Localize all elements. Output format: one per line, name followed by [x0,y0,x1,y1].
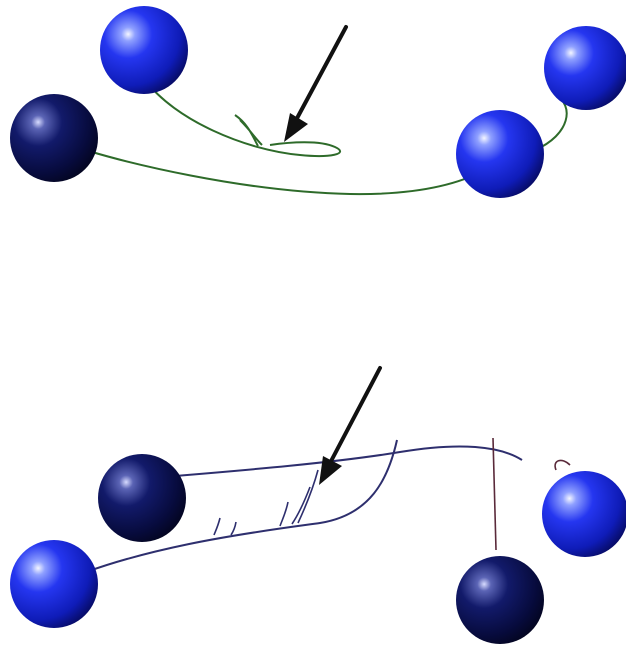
top-strand-lower [54,139,486,196]
top-arrow-head [284,113,308,142]
bottom-sphere-d [542,471,626,557]
top-strand-upper [144,79,342,158]
bottom-sphere-c [456,556,544,644]
top-arrow-shaft [293,25,348,124]
top-sphere-a [100,6,188,94]
bottom-strand-lower [51,439,398,587]
top-sphere-b [10,94,98,182]
top-panel [10,6,626,198]
top-sphere-d [544,26,626,110]
bottom-strand-hook [554,459,571,471]
bottom-strand-upper [149,445,523,479]
bottom-arrow-head [319,456,342,485]
top-strand-upper-barb [234,114,263,147]
bottom-strand-barbs [213,469,319,536]
top-arrow [284,25,348,142]
top-sphere-c [456,110,544,198]
bottom-strand-vertical [492,437,497,551]
bottom-sphere-b [10,540,98,628]
bottom-arrow [319,366,382,485]
bottom-panel [10,366,626,644]
bottom-arrow-shaft [327,366,382,467]
bottom-sphere-a [98,454,186,542]
